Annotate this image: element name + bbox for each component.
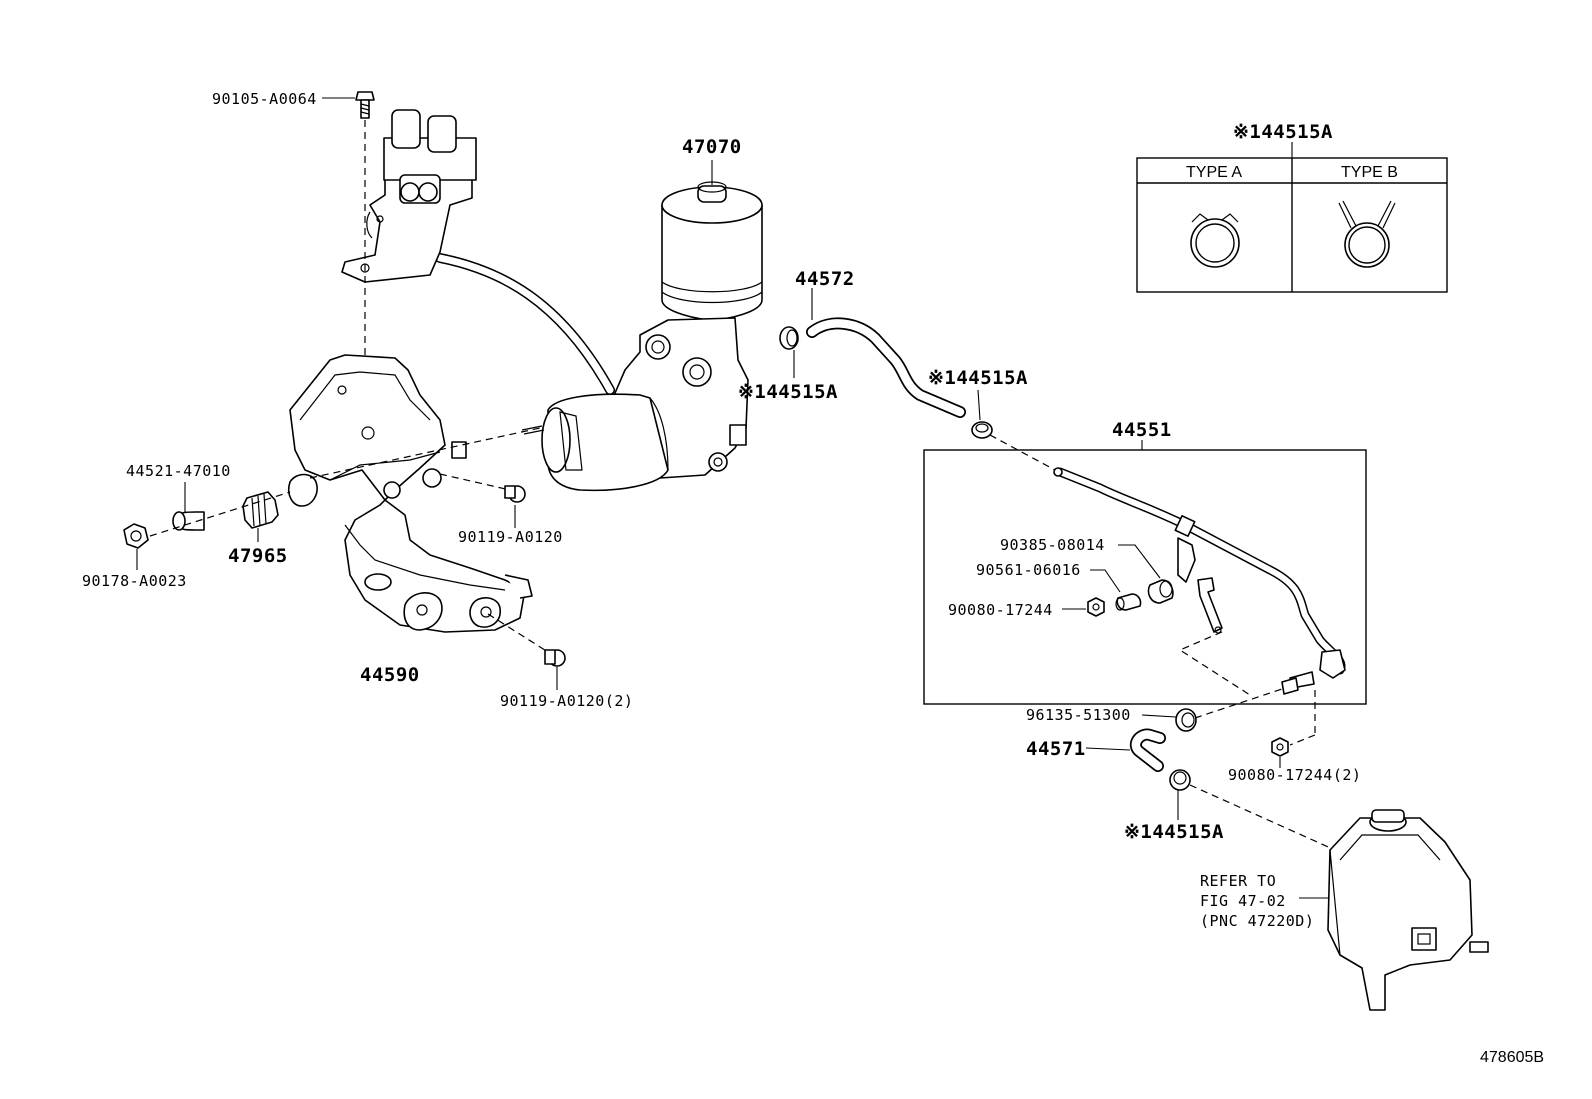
label-96135-51300: 96135-51300: [1026, 706, 1131, 724]
label-47965: 47965: [228, 545, 288, 567]
collar-90561: [1115, 593, 1142, 611]
label-44572: 44572: [795, 268, 855, 290]
clip-type-legend: TYPE A TYPE B: [1136, 142, 1448, 293]
nut-90080-b: [1271, 737, 1289, 757]
label-90105-a0064: 90105-A0064: [212, 90, 317, 108]
clip-bottom: [1169, 769, 1191, 791]
legend-type-b-label: TYPE B: [1341, 164, 1398, 181]
legend-type-a-label: TYPE A: [1186, 164, 1242, 181]
hose-44572: [806, 317, 966, 418]
bolt-90119-a: [504, 485, 526, 503]
label-clip-hose-top: ※144515A: [928, 367, 1028, 389]
label-44571: 44571: [1026, 738, 1086, 760]
label-47070: 47070: [682, 136, 742, 158]
label-clip-pump: ※144515A: [738, 381, 838, 403]
clip-pump: [779, 326, 799, 350]
solenoid-valve-assembly: [341, 109, 615, 395]
figure-id: 478605B: [1480, 1049, 1544, 1066]
bolt-90105: [355, 91, 375, 119]
label-clip-legend: ※144515A: [1233, 121, 1333, 143]
label-90080-17244: 90080-17244: [948, 601, 1053, 619]
clip-type-b-icon: [1338, 200, 1396, 268]
clip-96135: [1175, 708, 1197, 732]
pipe-assembly-44551-box: [923, 440, 1367, 705]
grommet-47965: [242, 491, 279, 529]
clip-type-a-icon: [1190, 213, 1240, 268]
label-44521-47010: 44521-47010: [126, 462, 231, 480]
label-90119-a0120: 90119-A0120: [458, 528, 563, 546]
bracket-44590: [287, 354, 533, 633]
label-90385-08014: 90385-08014: [1000, 536, 1105, 554]
clip-hose-end: [971, 421, 993, 439]
label-44590: 44590: [360, 664, 420, 686]
nut-90080-a: [1087, 597, 1105, 617]
refer-note-line-2: FIG 47-02: [1200, 892, 1286, 910]
nut-90178: [123, 523, 149, 549]
cushion-90385: [1147, 579, 1174, 604]
hose-44571: [1129, 728, 1166, 772]
reservoir-tank: [1327, 809, 1489, 1011]
bolt-pipe-end: [1281, 677, 1299, 695]
label-clip-bottom: ※144515A: [1124, 821, 1224, 843]
bolt-90119-b: [544, 649, 566, 667]
refer-note-line-3: (PNC 47220D): [1200, 912, 1314, 930]
label-90080-17244-2: 90080-17244(2): [1228, 766, 1361, 784]
label-90119-a0120-2: 90119-A0120(2): [500, 692, 633, 710]
refer-note-line-1: REFER TO: [1200, 872, 1276, 890]
label-90178-a0023: 90178-A0023: [82, 572, 187, 590]
pump-assembly-47070: [521, 181, 763, 492]
label-44551: 44551: [1112, 419, 1172, 441]
label-90561-06016: 90561-06016: [976, 561, 1081, 579]
